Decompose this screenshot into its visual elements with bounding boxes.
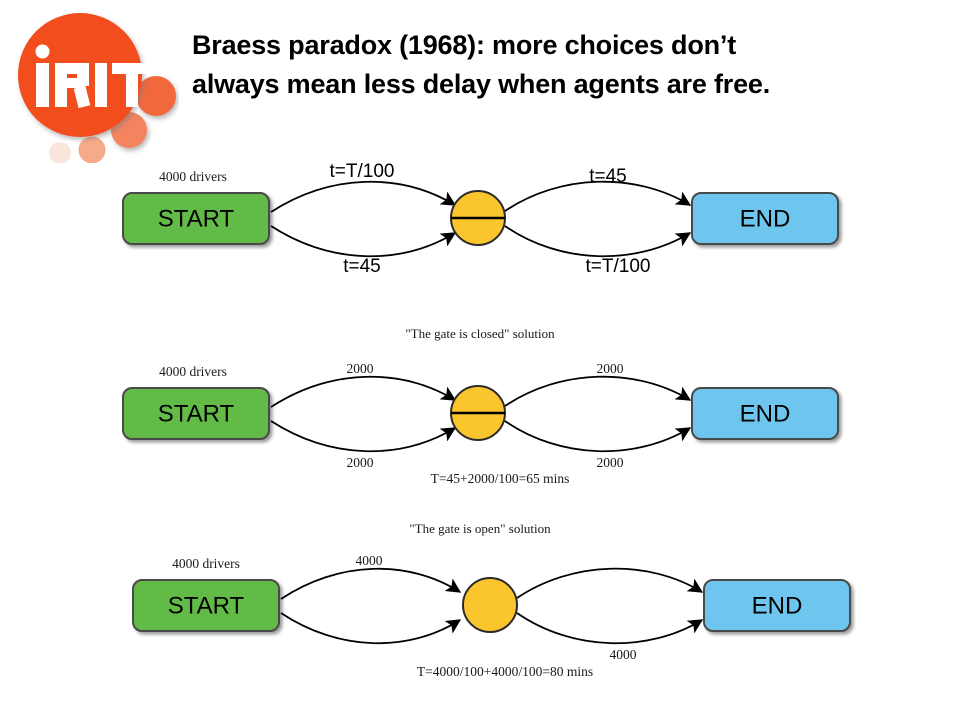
logo-bubble-2 bbox=[136, 76, 176, 116]
diagram-general: 4000 drivers START END t=T/100 t=45 t=45… bbox=[0, 160, 960, 290]
edge-gate-end-top bbox=[516, 567, 704, 599]
edge-label-bottom-left: 2000 bbox=[347, 455, 374, 470]
drivers-label: 4000 drivers bbox=[172, 556, 240, 571]
edge-gate-end-bottom bbox=[516, 612, 704, 645]
edge-label-top-right: 2000 bbox=[597, 361, 624, 376]
caption-gate-open: "The gate is open" solution bbox=[409, 521, 551, 536]
end-node-label: END bbox=[740, 400, 791, 427]
diagram-gate-closed: 4000 drivers START END 2000 2000 2000 20… bbox=[0, 358, 960, 488]
end-node-label: END bbox=[752, 592, 803, 619]
end-node[interactable]: END bbox=[691, 192, 839, 245]
edge-label-top-left: 4000 bbox=[356, 553, 383, 568]
end-node[interactable]: END bbox=[703, 579, 851, 632]
logo-bubble-4 bbox=[78, 136, 106, 163]
edge-gate-end-bottom bbox=[504, 225, 692, 258]
start-node-label: START bbox=[158, 400, 235, 427]
drivers-label: 4000 drivers bbox=[159, 169, 227, 184]
edge-label-top-left: t=T/100 bbox=[330, 161, 395, 182]
edge-label-top-right: t=45 bbox=[589, 166, 627, 187]
edge-gate-end-top bbox=[504, 375, 692, 407]
edge-label-top-left: 2000 bbox=[347, 361, 374, 376]
edge-start-gate-bottom bbox=[270, 420, 457, 453]
formula-label: T=45+2000/100=65 mins bbox=[431, 471, 570, 486]
edge-label-bottom-right: 4000 bbox=[610, 647, 637, 662]
gate-node-open[interactable] bbox=[462, 577, 518, 633]
edge-gate-end-top bbox=[504, 180, 692, 212]
start-node[interactable]: START bbox=[122, 192, 270, 245]
edge-gate-end-bottom bbox=[504, 420, 692, 453]
irit-logo bbox=[14, 8, 179, 163]
gate-node-closed[interactable] bbox=[450, 190, 506, 246]
start-node-label: START bbox=[158, 205, 235, 232]
caption-gate-closed: "The gate is closed" solution bbox=[405, 326, 555, 341]
start-node-label: START bbox=[168, 592, 245, 619]
edge-start-gate-top bbox=[270, 375, 457, 408]
edge-start-gate-bottom bbox=[270, 225, 457, 258]
page-title-line2: always mean less delay when agents are f… bbox=[192, 69, 771, 100]
page-title: Braess paradox (1968): more choices don’… bbox=[192, 26, 932, 104]
start-node[interactable]: START bbox=[132, 579, 280, 632]
formula-label: T=4000/100+4000/100=80 mins bbox=[417, 664, 593, 679]
edge-start-gate-top bbox=[280, 567, 462, 600]
edge-label-bottom-left: t=45 bbox=[343, 256, 381, 277]
edge-label-bottom-right: 2000 bbox=[597, 455, 624, 470]
logo-wordmark bbox=[35, 44, 151, 109]
drivers-label: 4000 drivers bbox=[159, 364, 227, 379]
page-title-line1: Braess paradox (1968): more choices don’… bbox=[192, 30, 736, 60]
edge-label-bottom-right: t=T/100 bbox=[586, 256, 651, 277]
end-node[interactable]: END bbox=[691, 387, 839, 440]
gate-node-closed[interactable] bbox=[450, 385, 506, 441]
diagram-gate-open: 4000 drivers START END 4000 4000 T=4000/… bbox=[0, 550, 960, 685]
edge-start-gate-top bbox=[270, 180, 457, 213]
edge-start-gate-bottom bbox=[280, 612, 462, 645]
logo-bubble-5 bbox=[49, 142, 71, 163]
start-node[interactable]: START bbox=[122, 387, 270, 440]
end-node-label: END bbox=[740, 205, 791, 232]
